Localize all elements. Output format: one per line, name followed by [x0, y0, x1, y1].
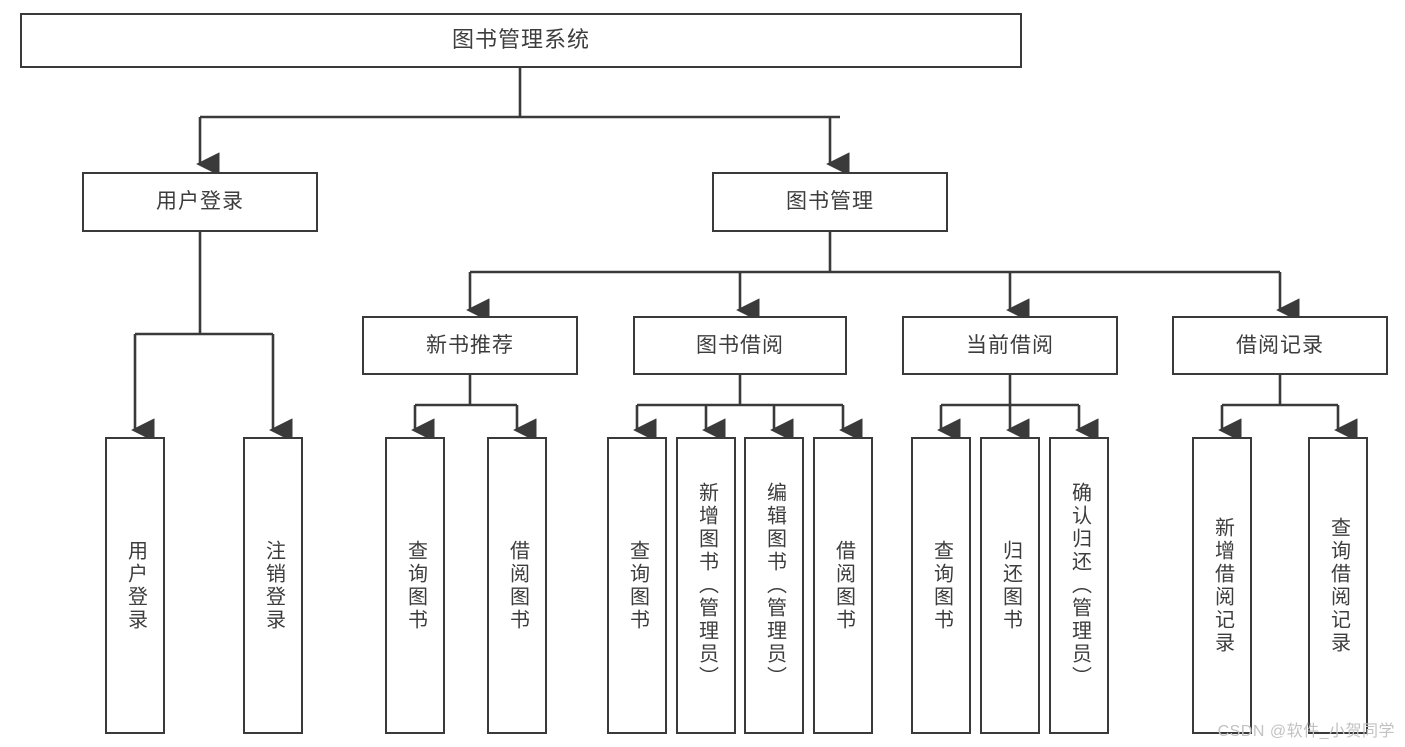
node-leaf-add-book-label: 新增图书（管理员） [695, 482, 718, 689]
node-leaf-borrow-book-1-label: 借阅图书 [506, 539, 529, 632]
node-book-borrow-label: 图书借阅 [696, 333, 784, 357]
node-leaf-return-book-label: 归还图书 [999, 539, 1022, 632]
node-current-borrow-label: 当前借阅 [966, 333, 1054, 357]
node-leaf-add-book[interactable]: 新增图书（管理员） [676, 437, 736, 734]
node-leaf-query-record-label: 查询借阅记录 [1327, 516, 1350, 655]
node-leaf-query-book-3[interactable]: 查询图书 [911, 437, 971, 734]
node-leaf-borrow-book-2-label: 借阅图书 [832, 539, 855, 632]
node-new-book-recommend-label: 新书推荐 [426, 333, 514, 357]
node-leaf-add-record[interactable]: 新增借阅记录 [1192, 437, 1252, 734]
node-book-manage-label: 图书管理 [786, 190, 874, 214]
node-root[interactable]: 图书管理系统 [20, 13, 1022, 68]
node-book-manage[interactable]: 图书管理 [712, 172, 948, 232]
node-leaf-borrow-book-2[interactable]: 借阅图书 [813, 437, 873, 734]
node-borrow-record-label: 借阅记录 [1236, 333, 1324, 357]
node-leaf-edit-book-label: 编辑图书（管理员） [763, 482, 786, 689]
node-leaf-return-book[interactable]: 归还图书 [980, 437, 1040, 734]
node-leaf-borrow-book-1[interactable]: 借阅图书 [487, 437, 547, 734]
node-leaf-edit-book[interactable]: 编辑图书（管理员） [744, 437, 804, 734]
node-leaf-user-login-label: 用户登录 [124, 539, 147, 632]
node-leaf-user-login[interactable]: 用户登录 [105, 437, 165, 734]
node-book-borrow[interactable]: 图书借阅 [633, 316, 847, 375]
node-current-borrow[interactable]: 当前借阅 [902, 316, 1118, 375]
node-leaf-logout-login[interactable]: 注销登录 [243, 437, 303, 734]
node-borrow-record[interactable]: 借阅记录 [1172, 316, 1388, 375]
node-leaf-query-record[interactable]: 查询借阅记录 [1308, 437, 1368, 734]
node-leaf-query-book-1[interactable]: 查询图书 [385, 437, 445, 734]
node-user-login[interactable]: 用户登录 [82, 172, 318, 232]
node-leaf-add-record-label: 新增借阅记录 [1211, 516, 1234, 655]
node-leaf-confirm-return-label: 确认归还（管理员） [1068, 482, 1091, 689]
node-user-login-label: 用户登录 [156, 190, 244, 214]
node-leaf-confirm-return[interactable]: 确认归还（管理员） [1049, 437, 1109, 734]
node-leaf-query-book-3-label: 查询图书 [930, 539, 953, 632]
node-new-book-recommend[interactable]: 新书推荐 [362, 316, 578, 375]
node-leaf-query-book-2-label: 查询图书 [626, 539, 649, 632]
node-leaf-query-book-2[interactable]: 查询图书 [607, 437, 667, 734]
watermark: CSDN @软件_小贺同学 [1217, 723, 1395, 740]
node-root-label: 图书管理系统 [451, 27, 590, 53]
node-leaf-query-book-1-label: 查询图书 [404, 539, 427, 632]
node-leaf-logout-login-label: 注销登录 [262, 539, 285, 632]
